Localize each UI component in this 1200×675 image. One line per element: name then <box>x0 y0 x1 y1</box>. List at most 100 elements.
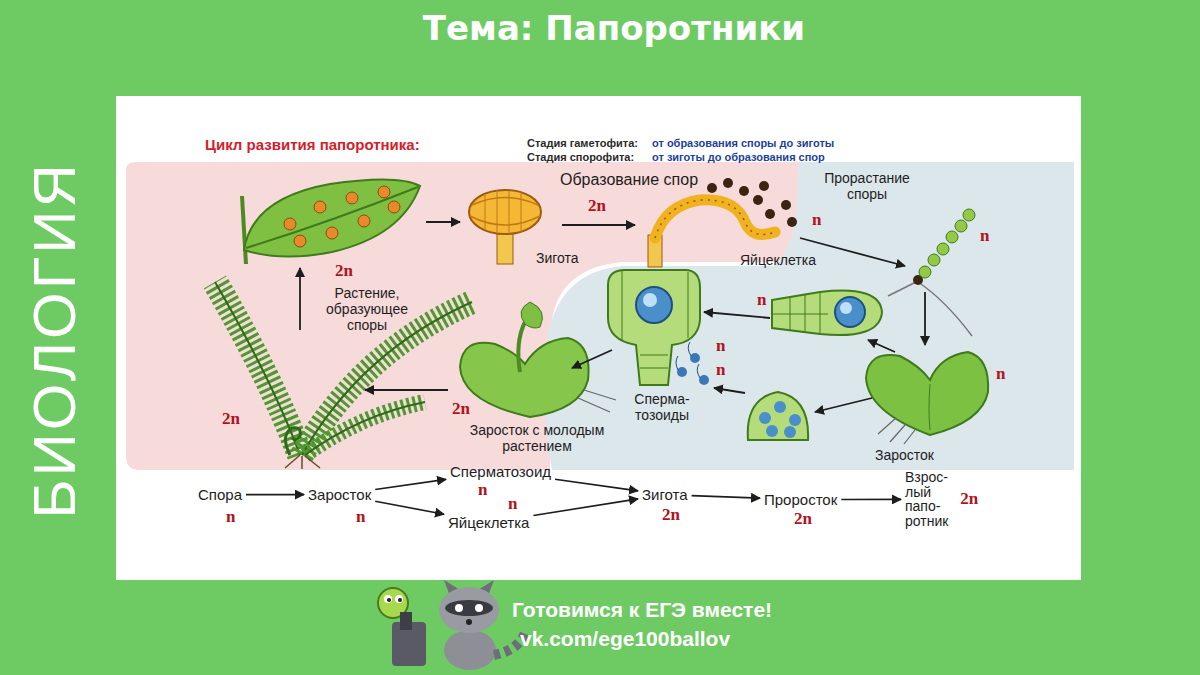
antheridium <box>784 426 796 438</box>
antheridium <box>748 392 808 440</box>
adult-fern <box>285 455 320 469</box>
mascot <box>387 598 391 602</box>
sporangium <box>485 190 521 234</box>
flow-arrow <box>692 496 760 499</box>
archegonium <box>622 270 688 368</box>
stage-name: Стадия гаметофита: <box>527 137 638 150</box>
ploidy-mark: 2n <box>588 196 606 216</box>
antheridium <box>789 414 801 426</box>
ploidy-mark: n <box>716 360 725 380</box>
open-sporangium <box>655 200 775 238</box>
adult-fern <box>215 282 300 455</box>
protonema <box>888 282 972 336</box>
fern-pinna <box>378 186 390 198</box>
stage-caption: Зигота <box>536 250 579 266</box>
cycle-arrow <box>868 340 895 352</box>
antheridium <box>774 401 786 413</box>
protonema <box>963 209 975 221</box>
cycle-arrow <box>300 222 925 412</box>
stage-caption: Сперма- тозоиды <box>634 391 689 423</box>
page-title: Тема: Папоротники <box>423 8 805 48</box>
flow-arrow <box>375 501 444 514</box>
protonema <box>888 209 975 336</box>
stage-caption: Заросток <box>875 447 934 463</box>
flow-arrow <box>246 494 304 496</box>
open-sporangium <box>759 181 769 191</box>
step-text: Проросток <box>764 491 837 508</box>
flow-step: Взрос- лый папо- ротник2n <box>905 470 948 529</box>
flow-step: Заростокn <box>308 486 371 503</box>
fern-pinna <box>242 196 246 264</box>
panel <box>116 96 1081 580</box>
sporangium <box>470 198 540 226</box>
mascot <box>455 604 463 612</box>
ploidy-mark: n <box>757 290 766 310</box>
flow-arrow <box>375 479 446 489</box>
antheridium <box>748 392 808 440</box>
flow-step: Сперматозоидn <box>450 463 551 480</box>
fern-pinna <box>388 201 400 213</box>
step-text: Взрос- лый папо- ротник <box>905 470 948 529</box>
fern-pinna <box>284 218 296 230</box>
protonema <box>937 243 949 255</box>
spermatozoids <box>690 353 700 363</box>
stage-range: от зиготы до образования спор <box>652 151 825 164</box>
flow-arrow <box>841 499 901 501</box>
open-sporangium <box>739 186 749 196</box>
step-text: Заросток <box>308 486 371 503</box>
panel <box>545 162 1074 470</box>
ploidy-mark: 2n <box>662 506 680 525</box>
adult-fern <box>215 282 300 455</box>
diagram-heading: Цикл развития папоротника: <box>205 136 420 153</box>
step-text: Зигота <box>642 486 688 503</box>
prothallus <box>878 418 915 444</box>
archegonium <box>840 302 852 314</box>
flow-step: Зигота2n <box>642 486 688 503</box>
mascot <box>466 619 472 625</box>
open-sporangium <box>723 178 733 188</box>
archegonium <box>608 270 700 385</box>
archegonium <box>772 292 828 334</box>
protonema <box>928 254 940 266</box>
protonema <box>919 266 931 278</box>
ploidy-mark: 2n <box>222 409 240 429</box>
cycle-arrow <box>562 224 635 226</box>
fern-pinna <box>246 187 418 248</box>
subject-label: БИОЛОГИЯ <box>25 161 85 519</box>
prothallus <box>866 352 988 435</box>
footer-slogan: Готовимся к ЕГЭ вместе! <box>512 598 772 622</box>
protonema <box>946 231 958 243</box>
ploidy-mark: n <box>478 481 487 500</box>
flow-step: Спораn <box>198 486 242 503</box>
stage-name: Стадия спорофита: <box>527 151 634 164</box>
spermatozoids <box>677 367 687 377</box>
spermatozoids <box>699 375 709 385</box>
stage-caption: Прорастание споры <box>824 170 910 202</box>
mascot <box>444 630 496 670</box>
adult-fern <box>305 402 425 455</box>
ploidy-mark: n <box>996 364 1005 384</box>
mascot <box>384 595 392 603</box>
mascot <box>398 598 402 602</box>
mascot <box>378 580 526 670</box>
cycle-arrow <box>924 292 926 345</box>
ploidy-mark: n <box>812 210 821 230</box>
mascot <box>395 595 403 603</box>
young-plant <box>578 390 616 412</box>
stage-caption: Яйцеклетка <box>740 252 816 268</box>
young-plant <box>518 322 525 372</box>
cycle-arrow <box>299 268 301 330</box>
panel <box>116 96 1081 580</box>
archegonium <box>835 297 865 327</box>
stage-caption: Образование спор <box>560 171 698 189</box>
sporangium <box>469 190 541 264</box>
flow-step: Яйцеклеткаn <box>448 514 529 531</box>
flow-arrow <box>533 499 638 516</box>
adult-fern <box>215 282 472 469</box>
prothallus <box>929 384 930 430</box>
young-plant <box>460 302 616 417</box>
open-sporangium <box>781 200 791 210</box>
